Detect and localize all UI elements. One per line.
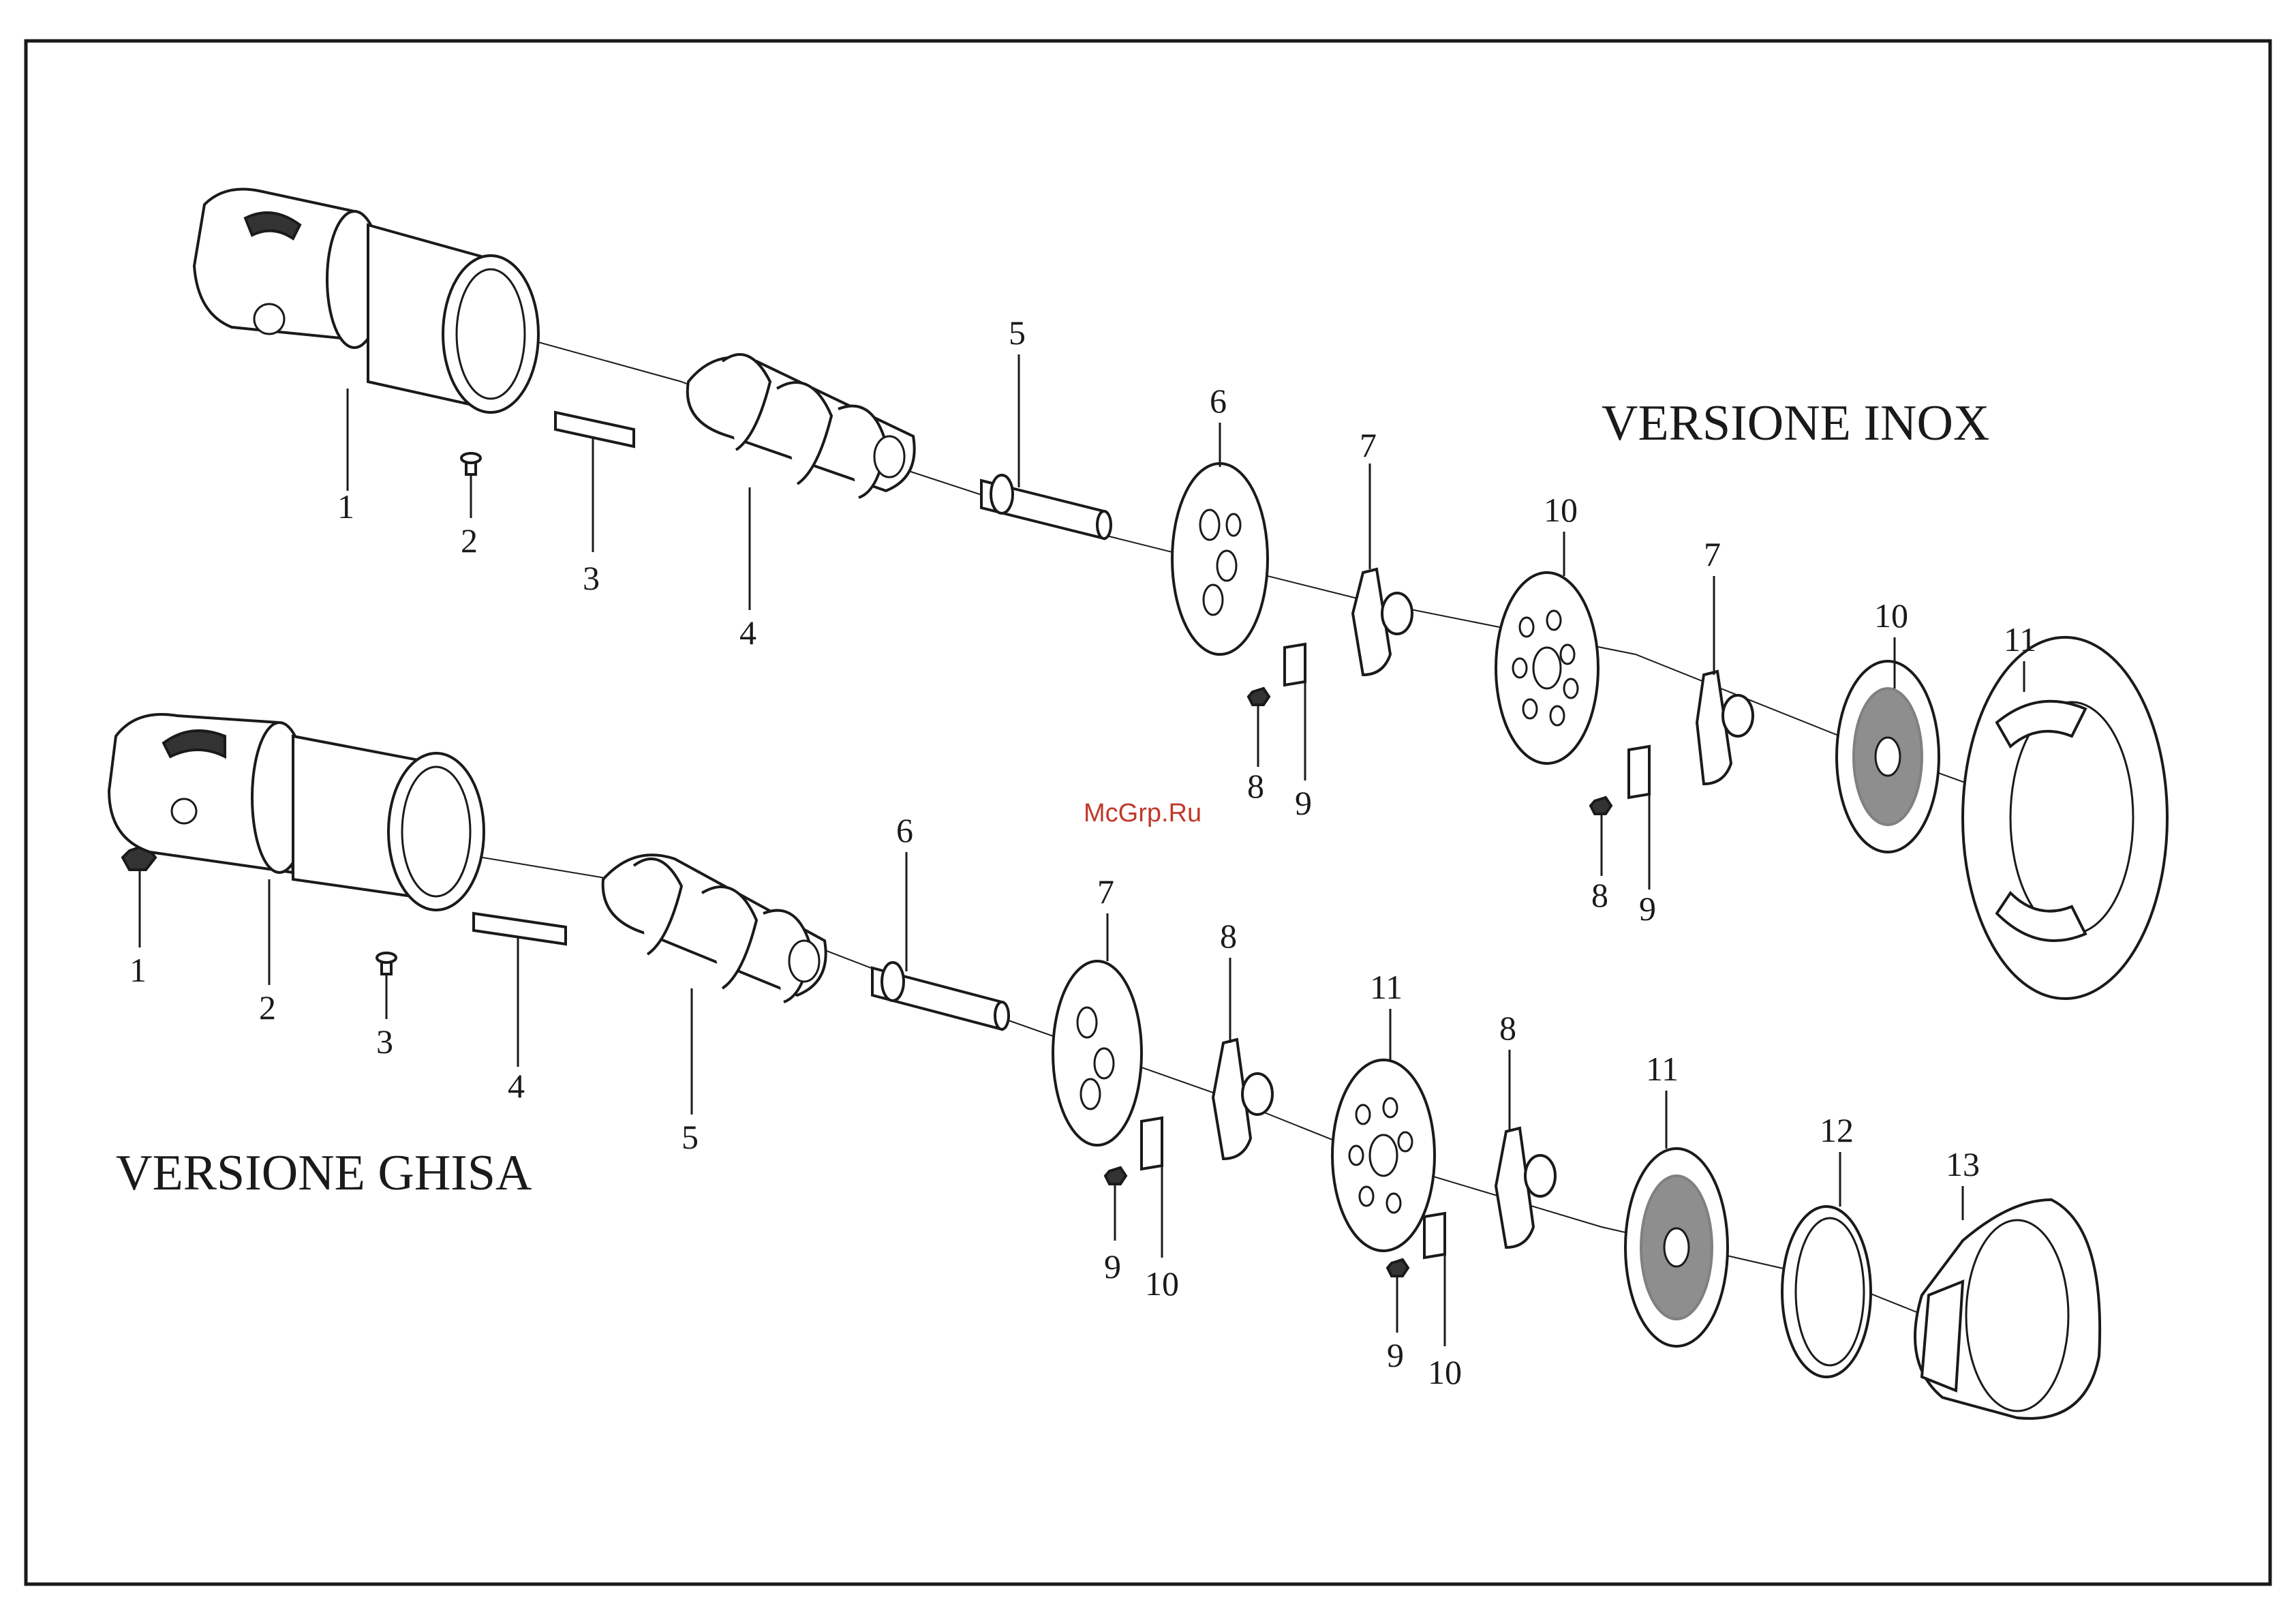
ghisa-part-7-plate xyxy=(1053,961,1142,1145)
inox-callout-1: 1 xyxy=(337,487,354,526)
ghisa-part-9b-nut xyxy=(1388,1260,1408,1276)
inox-callout-9b: 9 xyxy=(1639,890,1656,928)
ghisa-part-3-screw xyxy=(377,953,396,974)
ghisa-callout-13: 13 xyxy=(1946,1145,1980,1183)
title-ghisa: VERSIONE GHISA xyxy=(116,1145,532,1201)
inox-part-1-body xyxy=(194,189,538,413)
watermark: McGrp.Ru xyxy=(1084,799,1201,828)
ghisa-callout-7: 7 xyxy=(1097,873,1114,911)
inox-part-11-ring-nut xyxy=(1963,637,2167,999)
inox-callout-7b: 7 xyxy=(1704,535,1721,573)
ghisa-part-12-ring xyxy=(1782,1207,1871,1377)
ghisa-callout-8: 8 xyxy=(1220,917,1237,955)
ghisa-callout-11b: 11 xyxy=(1646,1050,1679,1088)
ghisa-callout-5: 5 xyxy=(682,1118,699,1156)
inox-part-3-key xyxy=(555,412,634,446)
inox-callout-7: 7 xyxy=(1360,426,1377,464)
ghisa-part-5-worm xyxy=(603,855,826,1002)
ghisa-part-9-nut xyxy=(1105,1168,1126,1184)
inox-part-8-nut xyxy=(1249,688,1269,705)
inox-callout-2: 2 xyxy=(461,521,478,560)
inox-callout-8: 8 xyxy=(1247,767,1264,805)
ghisa-part-11-plate xyxy=(1332,1060,1435,1251)
inox-callout-10: 10 xyxy=(1544,491,1578,529)
ghisa-part-2-body xyxy=(109,714,484,910)
inox-part-6-plate xyxy=(1172,464,1268,654)
ghisa-part-8b-knife xyxy=(1496,1128,1555,1247)
ghisa-part-13-ring-nut xyxy=(1915,1200,2100,1419)
title-inox: VERSIONE INOX xyxy=(1602,395,1989,451)
inox-callout-6: 6 xyxy=(1210,382,1227,420)
ghisa-callout-10b: 10 xyxy=(1428,1353,1462,1391)
inox-part-10b-fine-plate xyxy=(1837,661,1939,852)
ghisa-callout-11: 11 xyxy=(1370,968,1403,1006)
ghisa-callout-4: 4 xyxy=(508,1067,525,1105)
ghisa-callout-2: 2 xyxy=(259,988,276,1027)
inox-part-5-shaft xyxy=(981,475,1111,539)
inox-callout-11: 11 xyxy=(2004,620,2036,658)
inox-callout-3: 3 xyxy=(583,559,600,597)
inox-part-4-worm xyxy=(688,354,915,498)
ghisa-callout-9: 9 xyxy=(1104,1247,1121,1286)
ghisa-part-8-knife xyxy=(1213,1040,1272,1159)
inox-callout-8b: 8 xyxy=(1591,876,1608,914)
ghisa-part-11b-fine-plate xyxy=(1625,1149,1728,1346)
ghisa-part-6-shaft xyxy=(872,962,1009,1029)
ghisa-part-10b-clip xyxy=(1424,1213,1445,1258)
inox-part-9b-clip xyxy=(1629,746,1649,798)
ghisa-callout-9b: 9 xyxy=(1387,1336,1404,1374)
ghisa-part-4-key xyxy=(474,913,566,944)
ghisa-part-10-clip xyxy=(1142,1118,1162,1169)
inox-callout-4: 4 xyxy=(739,613,756,652)
inox-part-10-plate xyxy=(1496,573,1598,763)
inox-callout-10b: 10 xyxy=(1874,596,1908,635)
assembly-inox xyxy=(194,189,2167,999)
inox-part-7-knife xyxy=(1353,569,1412,675)
ghisa-callout-10: 10 xyxy=(1145,1264,1179,1303)
inox-part-7b-knife xyxy=(1697,671,1753,784)
ghisa-callout-3: 3 xyxy=(376,1022,393,1061)
inox-part-9-clip xyxy=(1285,644,1305,685)
ghisa-callout-1: 1 xyxy=(129,951,147,989)
inox-part-8b-nut xyxy=(1591,798,1611,814)
ghisa-callout-12: 12 xyxy=(1820,1111,1854,1149)
inox-callout-5: 5 xyxy=(1009,314,1026,352)
ghisa-callout-8b: 8 xyxy=(1499,1009,1516,1047)
inox-callout-9: 9 xyxy=(1295,784,1312,822)
inox-part-2-screw xyxy=(461,453,480,474)
ghisa-callout-6: 6 xyxy=(896,811,913,849)
